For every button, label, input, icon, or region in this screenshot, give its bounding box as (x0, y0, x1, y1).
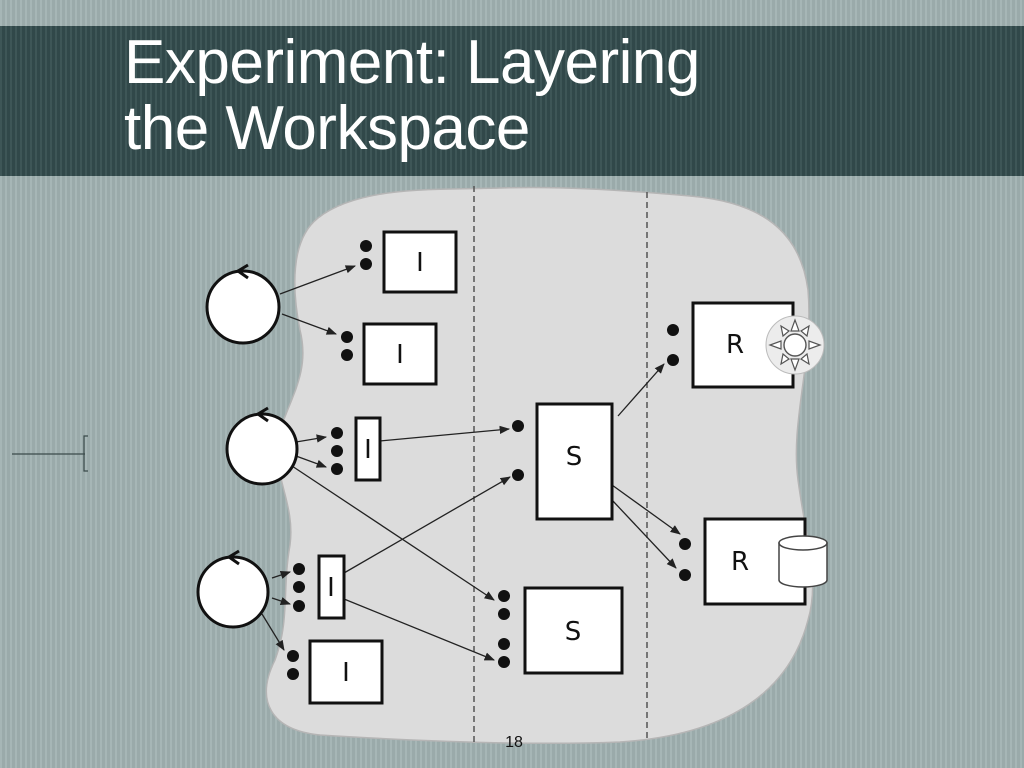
connection-arrow (295, 434, 328, 443)
interface-label: I (396, 340, 404, 370)
interface-box: I (382, 230, 458, 294)
interface-box: I (317, 554, 346, 620)
port (498, 638, 510, 650)
port (360, 240, 372, 252)
port (287, 668, 299, 680)
interface-label: I (416, 248, 424, 278)
port (667, 324, 679, 336)
connection-arrow (271, 597, 291, 605)
side-marker (12, 435, 88, 472)
page-number: 18 (505, 734, 523, 751)
port (331, 463, 343, 475)
port (679, 569, 691, 581)
port (341, 349, 353, 361)
port (679, 538, 691, 550)
service-label: S (565, 617, 582, 647)
port (498, 608, 510, 620)
interface-box: I (362, 322, 438, 386)
connection-arrow (611, 484, 681, 535)
port (331, 445, 343, 457)
port (293, 581, 305, 593)
port (498, 656, 510, 668)
client-node (225, 406, 299, 486)
connection-arrow (261, 613, 285, 651)
connection-arrow (281, 313, 337, 335)
interface-label: I (327, 573, 335, 603)
service-box: S (523, 586, 624, 675)
connection-arrow (291, 465, 495, 601)
slide-title-line-2: the Workspace (124, 94, 530, 163)
port (360, 258, 372, 270)
port (293, 563, 305, 575)
port (512, 469, 524, 481)
port (341, 331, 353, 343)
interface-label: I (364, 435, 372, 465)
port (512, 420, 524, 432)
connection-arrow (379, 425, 511, 442)
connection-arrow (271, 571, 291, 579)
port (331, 427, 343, 439)
port (667, 354, 679, 366)
interface-box: I (354, 416, 382, 482)
connection-arrow (617, 363, 665, 417)
port (293, 600, 305, 612)
service-label: S (566, 442, 583, 472)
connection-arrow (279, 265, 356, 295)
connection-arrow (343, 598, 495, 661)
interface-label: I (342, 658, 350, 688)
slide-title: Experiment: Layering the Workspace (124, 30, 700, 162)
connection-arrow (295, 455, 327, 468)
slide-title-line-1: Experiment: Layering (124, 28, 700, 97)
service-box: S (535, 402, 614, 521)
title-band (0, 26, 1024, 176)
resource-label: R (726, 330, 744, 360)
database-icon (778, 535, 828, 588)
sun-icon (765, 315, 825, 375)
port (498, 590, 510, 602)
port (287, 650, 299, 662)
resource-label: R (731, 547, 749, 577)
client-node (196, 549, 270, 629)
interface-box: I (308, 639, 384, 705)
connection-ports (287, 240, 691, 680)
connections (261, 265, 681, 661)
client-node (205, 263, 281, 345)
connection-arrow (343, 476, 511, 574)
connection-arrow (611, 499, 677, 569)
